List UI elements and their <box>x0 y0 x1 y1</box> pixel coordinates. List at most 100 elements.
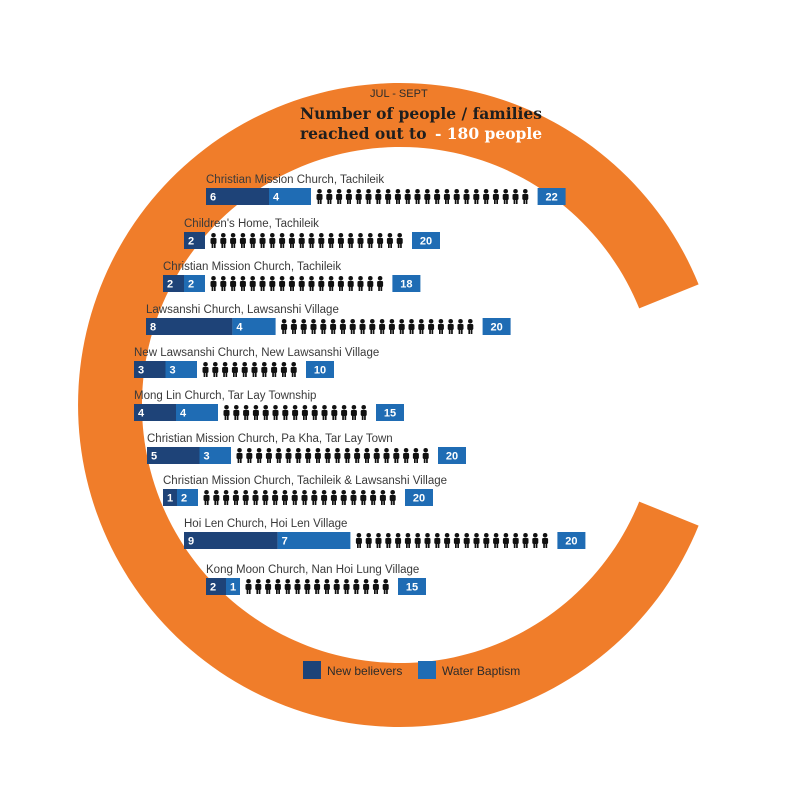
people-icons <box>210 233 403 248</box>
bar-water-baptism <box>165 361 197 378</box>
person-icon <box>385 533 392 548</box>
person-icon <box>350 405 357 420</box>
person-icon <box>202 362 209 377</box>
person-icon <box>231 362 238 377</box>
total-label: 20 <box>413 493 425 505</box>
period-subtitle: JUL - SEPT <box>370 88 428 100</box>
person-icon <box>379 490 386 505</box>
bar-water-baptism-label: 2 <box>188 279 194 291</box>
person-icon <box>280 362 287 377</box>
person-icon <box>340 490 347 505</box>
person-icon <box>330 319 337 334</box>
bar-water-baptism-label: 1 <box>230 582 236 594</box>
row-label: Lawsanshi Church, Lawsanshi Village <box>146 304 339 316</box>
row-label: Mong Lin Church, Tar Lay Township <box>134 390 316 402</box>
bar-new-believers <box>147 447 200 464</box>
title-line-1: Number of people / families <box>300 104 542 123</box>
bar-new-believers-label: 2 <box>167 279 173 291</box>
bar-new-believers <box>206 578 226 595</box>
person-icon <box>395 533 402 548</box>
person-icon <box>314 579 321 594</box>
chart-row: Christian Mission Church, Tachileik & La… <box>163 475 447 506</box>
bar-new-believers-label: 2 <box>188 236 194 248</box>
person-icon <box>434 189 441 204</box>
person-icon <box>493 533 500 548</box>
person-icon <box>428 319 435 334</box>
person-icon <box>424 533 431 548</box>
person-icon <box>236 448 243 463</box>
person-icon <box>275 448 282 463</box>
bar-water-baptism-label: 3 <box>170 365 176 377</box>
person-icon <box>316 189 323 204</box>
total-box <box>306 361 334 378</box>
person-icon <box>310 319 317 334</box>
person-icon <box>333 579 340 594</box>
person-icon <box>532 533 539 548</box>
bar-new-believers <box>184 532 278 549</box>
person-icon <box>389 490 396 505</box>
person-icon <box>328 233 335 248</box>
person-icon <box>369 319 376 334</box>
person-icon <box>291 490 298 505</box>
person-icon <box>422 448 429 463</box>
person-icon <box>367 276 374 291</box>
person-icon <box>249 233 256 248</box>
bar-new-believers-label: 3 <box>138 365 144 377</box>
person-icon <box>301 405 308 420</box>
total-box <box>405 489 433 506</box>
legend-swatch-water-baptism <box>418 661 436 679</box>
total-label: 20 <box>565 536 577 548</box>
person-icon <box>210 233 217 248</box>
bar-new-believers-label: 1 <box>167 493 173 505</box>
person-icon <box>239 276 246 291</box>
person-icon <box>300 319 307 334</box>
bar-new-believers-label: 6 <box>210 192 216 204</box>
person-icon <box>318 233 325 248</box>
legend-label-water-baptism: Water Baptism <box>442 664 520 678</box>
person-icon <box>502 189 509 204</box>
person-icon <box>522 533 529 548</box>
person-icon <box>360 405 367 420</box>
person-icon <box>271 362 278 377</box>
total-box <box>438 447 466 464</box>
total-label: 15 <box>384 408 396 420</box>
person-icon <box>220 276 227 291</box>
people-icons <box>223 405 367 420</box>
person-icon <box>265 448 272 463</box>
person-icon <box>212 362 219 377</box>
person-icon <box>305 448 312 463</box>
person-icon <box>308 233 315 248</box>
people-icons <box>202 362 297 377</box>
bar-new-believers <box>184 232 205 249</box>
person-icon <box>223 490 230 505</box>
total-label: 20 <box>420 236 432 248</box>
person-icon <box>314 448 321 463</box>
person-icon <box>255 579 262 594</box>
person-icon <box>288 276 295 291</box>
person-icon <box>483 533 490 548</box>
row-label: Christian Mission Church, Tachileik <box>163 261 341 273</box>
person-icon <box>256 448 263 463</box>
person-icon <box>230 233 237 248</box>
row-label: Hoi Len Church, Hoi Len Village <box>184 518 347 530</box>
total-box <box>557 532 586 549</box>
person-icon <box>382 579 389 594</box>
person-icon <box>447 319 454 334</box>
person-icon <box>453 533 460 548</box>
bar-new-believers <box>134 404 176 421</box>
person-icon <box>328 276 335 291</box>
title-line-2-prefix: reached out to <box>300 124 432 143</box>
bar-new-believers <box>206 188 269 205</box>
person-icon <box>370 490 377 505</box>
person-icon <box>239 233 246 248</box>
people-icons <box>245 579 389 594</box>
person-icon <box>396 233 403 248</box>
person-icon <box>213 490 220 505</box>
person-icon <box>375 189 382 204</box>
